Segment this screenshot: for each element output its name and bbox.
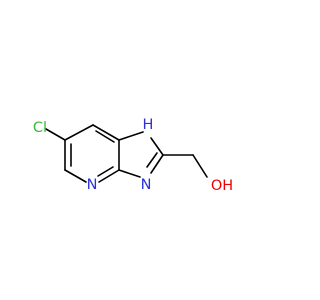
- chemical-structure-diagram: Cl H N N OH: [32, 117, 234, 194]
- bond-n3-c3a: [118, 169, 141, 178]
- bond-n1-c2: [150, 137, 164, 156]
- bond-c5-n4: [64, 169, 87, 183]
- imidazole-n-label: N: [141, 177, 152, 193]
- bond-ch2-oh: [192, 154, 208, 178]
- chlorine-atom-label: Cl: [33, 120, 47, 136]
- hydroxyl-label: OH: [211, 178, 233, 194]
- bond-c2-n3: [150, 154, 164, 174]
- bond-c7-c7a: [92, 124, 120, 141]
- bond-c7-c7a-double: [95, 130, 115, 143]
- bond-c2-n3-double: [146, 152, 158, 168]
- bond-n4-c3a: [98, 169, 120, 183]
- nh-hydrogen-label: H: [143, 117, 154, 133]
- bond-n4-c3a-double: [97, 166, 114, 177]
- bond-c6-c7: [64, 124, 94, 141]
- bond-c7a-n1: [118, 131, 144, 141]
- bond-cl-c6: [45, 128, 66, 141]
- pyridine-n-label: N: [87, 177, 98, 193]
